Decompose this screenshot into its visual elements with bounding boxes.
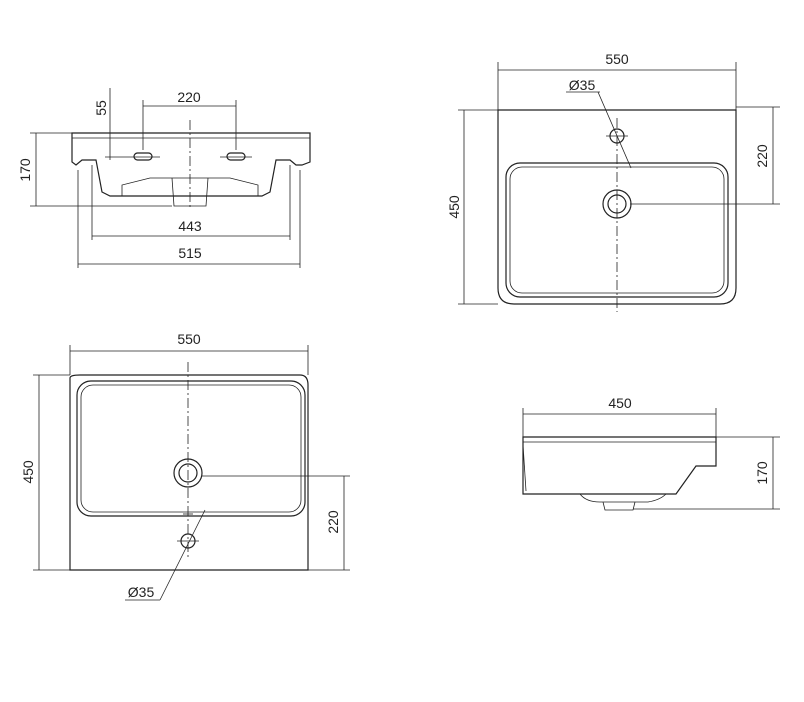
dim-top-left-width: 550 — [177, 331, 201, 347]
dim-side-height: 170 — [754, 461, 770, 485]
dim-side-depth: 450 — [608, 395, 632, 411]
dim-top-right-offset: 220 — [754, 144, 770, 168]
dim-tap-spacing: 220 — [177, 89, 201, 105]
dim-top-right-depth: 450 — [446, 195, 462, 219]
dim-top-right-width: 550 — [605, 51, 629, 67]
top-view-right: 550 450 Ø35 220 — [446, 51, 780, 312]
side-view: 450 170 — [522, 395, 780, 511]
front-view: 55 220 170 443 515 — [17, 88, 311, 268]
dim-top-right-hole: Ø35 — [569, 77, 596, 93]
dim-tap-offset: 55 — [93, 100, 109, 116]
dim-inner-width: 443 — [178, 218, 202, 234]
dim-top-left-depth: 450 — [20, 460, 36, 484]
dim-front-height: 170 — [17, 158, 33, 182]
top-view-left: 550 450 Ø35 220 — [20, 331, 350, 601]
dim-top-left-hole: Ø35 — [128, 584, 155, 600]
dim-top-left-offset: 220 — [325, 510, 341, 534]
dim-outer-width: 515 — [178, 245, 202, 261]
